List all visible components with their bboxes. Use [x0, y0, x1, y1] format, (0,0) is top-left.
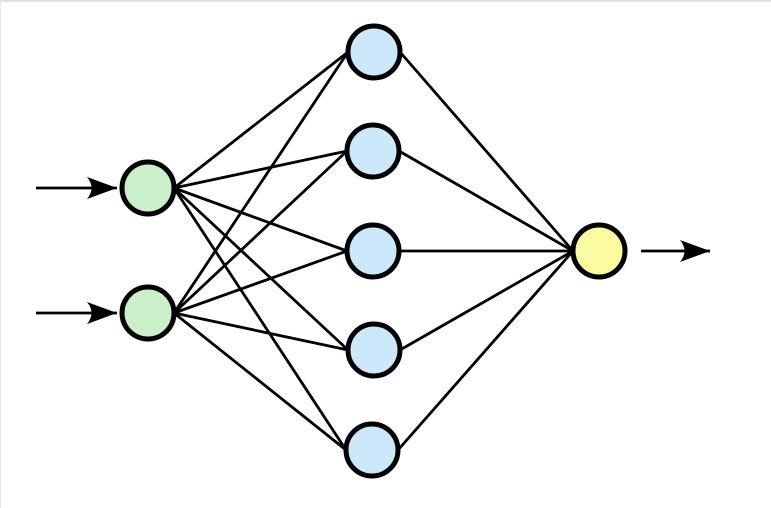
- edge-i1-h2: [173, 149, 348, 190]
- edge-i2-h5: [173, 311, 347, 452]
- edge-i1-h5: [172, 187, 348, 451]
- screenshot-top-border: [0, 0, 771, 2]
- hidden-node-5: [343, 421, 401, 479]
- hidden-node-2: [344, 122, 402, 180]
- input-node-1: [119, 159, 177, 217]
- arrows-layer: [36, 177, 710, 324]
- edge-i2-h1: [172, 51, 350, 314]
- edge-i1-h4: [173, 186, 349, 352]
- input-node-2: [119, 284, 177, 342]
- edges-layer: [172, 50, 575, 452]
- output-node-1: [570, 222, 628, 280]
- screenshot-left-border: [0, 0, 1, 508]
- hidden-node-3: [344, 222, 402, 280]
- edge-i2-h3: [173, 249, 348, 315]
- edge-i2-h4: [173, 311, 349, 352]
- edge-i1-h3: [173, 186, 348, 253]
- edge-i1-h1: [173, 50, 349, 190]
- edge-i2-h2: [173, 149, 348, 315]
- edge-h5-o1: [396, 250, 575, 451]
- edge-h1-o1: [398, 51, 575, 252]
- hidden-node-4: [345, 321, 403, 379]
- edge-h4-o1: [399, 249, 574, 352]
- nodes-layer: [119, 23, 628, 479]
- hidden-node-1: [345, 23, 403, 81]
- edge-h2-o1: [398, 149, 574, 253]
